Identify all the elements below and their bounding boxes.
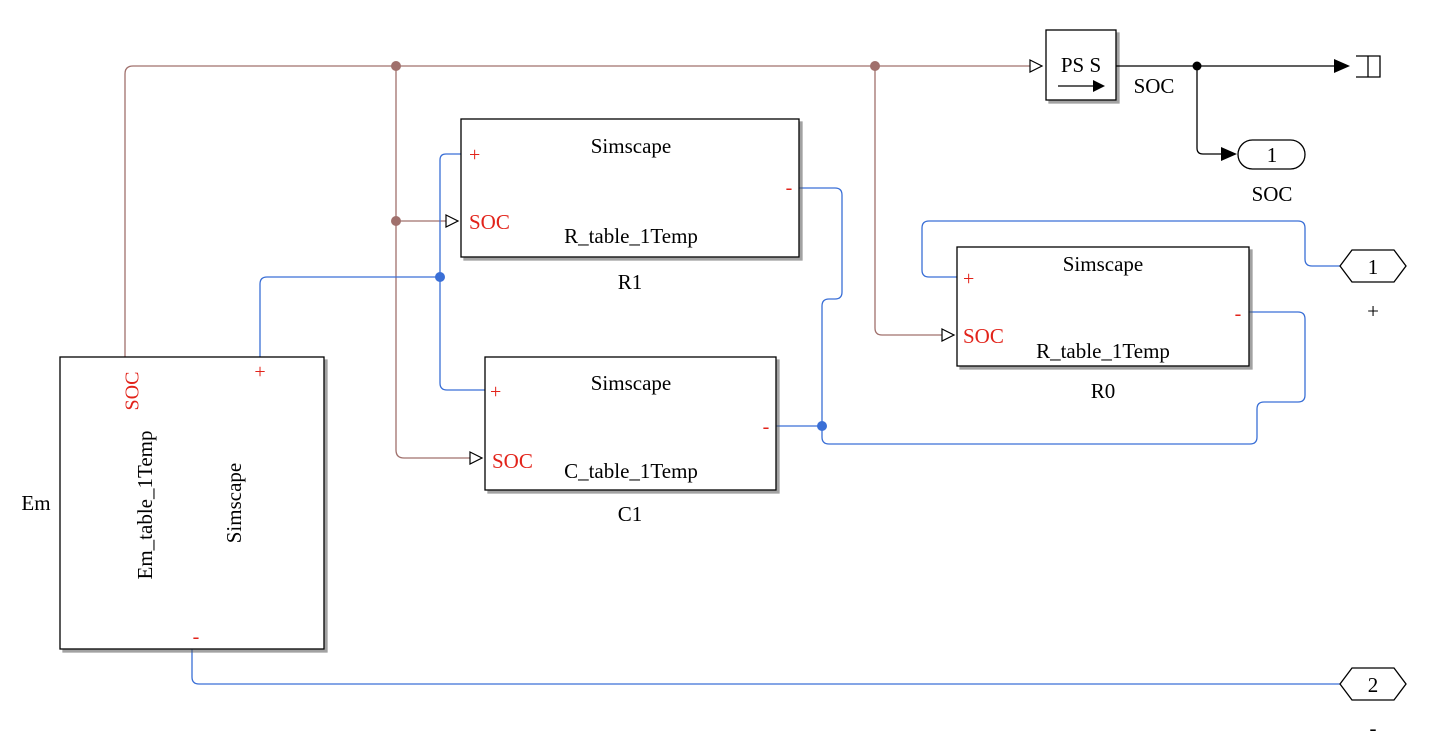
conn-port-minus-number: 2 <box>1368 673 1379 697</box>
r1-soc-port: SOC <box>469 210 510 234</box>
r1-minus-port: - <box>786 177 793 199</box>
physical-lines <box>191 153 1340 685</box>
r0-block-name: R0 <box>1091 379 1116 403</box>
c1-minus-port: - <box>763 416 770 438</box>
r1-table-label: R_table_1Temp <box>564 224 698 248</box>
em-mask-label: Simscape <box>222 463 246 543</box>
outport-arrow <box>1221 147 1237 161</box>
c1-mask-label: Simscape <box>591 371 671 395</box>
ps-s-arrow-head <box>1093 80 1105 92</box>
c1-soc-input-arrow <box>469 451 484 465</box>
c1-block[interactable]: Simscape + SOC C_table_1Temp - <box>484 356 777 491</box>
outport-soc-name: SOC <box>1252 182 1293 206</box>
em-minus-port: - <box>193 626 200 648</box>
r0-block[interactable]: Simscape + SOC R_table_1Temp - <box>956 246 1250 367</box>
c1-block-body[interactable] <box>484 356 777 491</box>
conn-port-plus-number: 1 <box>1368 255 1379 279</box>
r0-soc-input-arrow <box>941 328 956 342</box>
outport-soc[interactable]: 1 <box>1237 139 1306 170</box>
r1-plus-port: + <box>469 144 480 166</box>
phy-line-r1-minus[interactable] <box>799 187 843 426</box>
connection-port-minus[interactable]: 2 <box>1339 667 1407 701</box>
outport-soc-body[interactable] <box>1237 139 1306 170</box>
terminator-block[interactable] <box>1356 55 1381 78</box>
r1-block-name: R1 <box>618 270 643 294</box>
ps-s-block-body[interactable] <box>1045 29 1117 101</box>
soc-junction-3 <box>391 216 401 226</box>
outport-soc-number: 1 <box>1267 143 1278 167</box>
r0-block-body[interactable] <box>956 246 1250 367</box>
c1-plus-port: + <box>490 381 501 403</box>
em-block-name: Em <box>21 491 50 515</box>
r0-plus-port: + <box>963 268 974 290</box>
em-block-body[interactable] <box>59 356 325 650</box>
ps-s-label: PS S <box>1061 53 1101 77</box>
phy-junction-minus <box>817 421 827 431</box>
conn-port-plus-body[interactable] <box>1339 249 1407 283</box>
r0-table-label: R_table_1Temp <box>1036 339 1170 363</box>
soc-line-to-em[interactable] <box>124 65 1030 358</box>
c1-soc-port: SOC <box>492 449 533 473</box>
soc-line-to-outport[interactable] <box>1196 66 1222 155</box>
r1-soc-input-arrow <box>445 214 460 228</box>
soc-line-to-r0[interactable] <box>874 66 942 336</box>
terminator-arrow <box>1334 59 1350 73</box>
ps-s-converter-block[interactable]: PS S <box>1045 29 1117 101</box>
soc-output-lines <box>1116 59 1350 161</box>
phy-line-c1-minus[interactable] <box>776 311 1306 445</box>
em-soc-port-label: SOC <box>122 372 144 411</box>
ps-s-output-signal-label: SOC <box>1134 74 1175 98</box>
em-block[interactable]: SOC Em_table_1Temp Simscape + - <box>59 356 325 650</box>
c1-block-name: C1 <box>618 502 643 526</box>
phy-junction-plus <box>435 272 445 282</box>
c1-table-label: C_table_1Temp <box>564 459 698 483</box>
conn-port-plus-name: + <box>1367 299 1379 323</box>
soc-junction-2 <box>870 61 880 71</box>
r1-mask-label: Simscape <box>591 134 671 158</box>
em-table-label: Em_table_1Temp <box>133 431 157 580</box>
em-plus-port: + <box>254 361 265 383</box>
ps-s-input-arrow <box>1029 59 1044 73</box>
r0-soc-port: SOC <box>963 324 1004 348</box>
conn-port-minus-body[interactable] <box>1339 667 1407 701</box>
soc-output-junction <box>1192 61 1202 71</box>
r1-block-body[interactable] <box>460 118 800 258</box>
phy-line-r1-plus[interactable] <box>439 153 486 391</box>
r0-mask-label: Simscape <box>1063 252 1143 276</box>
phy-line-r0-plus[interactable] <box>921 220 1340 278</box>
soc-branch-vertical-left[interactable] <box>395 66 470 459</box>
r0-minus-port: - <box>1235 303 1242 325</box>
phy-line-em-minus[interactable] <box>191 649 1340 685</box>
r1-block[interactable]: Simscape + SOC R_table_1Temp - <box>460 118 800 258</box>
conn-port-minus-name: - <box>1370 716 1377 740</box>
soc-signal-lines <box>124 59 1044 465</box>
soc-junction-1 <box>391 61 401 71</box>
connection-port-plus[interactable]: 1 <box>1339 249 1407 283</box>
phy-line-em-plus[interactable] <box>259 276 440 358</box>
